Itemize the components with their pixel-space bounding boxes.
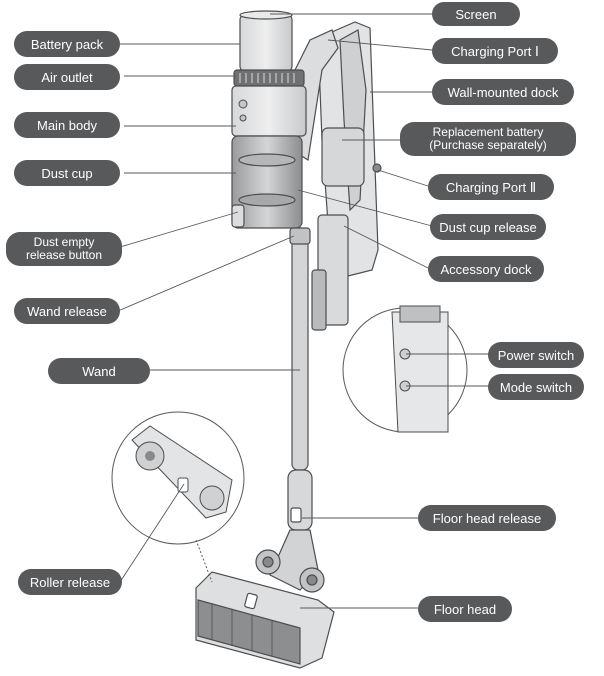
label-dust-cup-release: Dust cup release bbox=[430, 214, 546, 240]
label-roller-release: Roller release bbox=[18, 569, 122, 595]
label-main-body: Main body bbox=[14, 112, 120, 138]
label-wand: Wand bbox=[48, 358, 150, 384]
label-dust-empty-line1: Dust empty bbox=[33, 235, 95, 249]
floor-head-neck bbox=[255, 529, 325, 593]
label-dust-empty-line2: release button bbox=[25, 248, 103, 262]
label-wall-mounted-dock: Wall-mounted dock bbox=[432, 79, 574, 105]
label-charging-port-1: Charging Port Ⅰ bbox=[432, 38, 558, 64]
label-mode-switch: Mode switch bbox=[488, 374, 584, 400]
label-wand-release: Wand release bbox=[14, 298, 120, 324]
roller-zoom-circle bbox=[111, 411, 245, 545]
label-replacement-battery-line2: (Purchase separately) bbox=[429, 138, 547, 152]
label-floor-head-release: Floor head release bbox=[418, 505, 556, 531]
air-outlet-shape bbox=[233, 69, 305, 87]
label-air-outlet: Air outlet bbox=[14, 64, 120, 90]
label-replacement-battery-line1: Replacement battery bbox=[432, 125, 544, 139]
switch-zoom-circle bbox=[342, 305, 468, 433]
main-body-shape bbox=[231, 85, 307, 137]
label-screen: Screen bbox=[432, 2, 520, 26]
dust-cup-shape bbox=[231, 135, 303, 229]
label-floor-head: Floor head bbox=[418, 596, 512, 622]
label-power-switch: Power switch bbox=[488, 342, 584, 368]
label-replacement-battery: Replacement battery(Purchase separately) bbox=[400, 122, 576, 156]
wand-shape bbox=[287, 227, 313, 531]
accessory-dock-shape bbox=[311, 214, 349, 331]
leader-lines bbox=[117, 13, 490, 609]
label-battery-pack: Battery pack bbox=[14, 31, 120, 57]
label-dust-cup: Dust cup bbox=[14, 160, 120, 186]
battery-pack-shape bbox=[239, 10, 293, 73]
wall-mounted-dock bbox=[317, 21, 382, 279]
floor-head-shape bbox=[195, 571, 335, 669]
label-accessory-dock: Accessory dock bbox=[428, 256, 544, 282]
label-charging-port-2: Charging Port Ⅱ bbox=[428, 174, 554, 200]
